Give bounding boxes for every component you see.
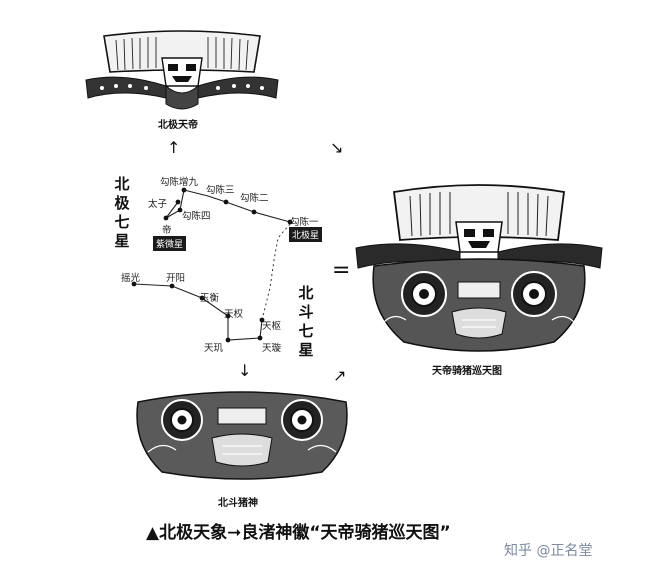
- bottom-image-beidou-pig-god: [132, 382, 352, 482]
- zhihu-watermark: 知乎 @正名堂: [504, 543, 593, 559]
- star-label-gouchen-san: 勾陈三: [206, 185, 235, 196]
- star-label-gouchen-yi: 勾陈一: [290, 217, 319, 228]
- ziwei-star-label: 紫微星: [153, 236, 187, 251]
- arrow-right-up-icon: ↗: [333, 366, 347, 385]
- top-image-beiji-tiandi: [82, 28, 282, 116]
- bottom-image-caption: 北斗猪神: [218, 498, 258, 509]
- star-label-yaoguang: 摇光: [121, 273, 141, 284]
- arrow-up-icon: ↑: [167, 138, 181, 157]
- star-label-taizi: 太子: [148, 199, 168, 210]
- tiandi-headdress-illustration: [85, 30, 279, 110]
- star-label-tianquan: 天权: [224, 309, 244, 320]
- equals-sign: =: [332, 258, 351, 283]
- main-caption: ▲北极天象➞良渚神徽“天帝骑猪巡天图”: [146, 523, 451, 543]
- top-image-caption: 北极天帝: [158, 120, 198, 131]
- beiji-seven-stars-title: 北极七星: [114, 175, 130, 250]
- right-image-caption: 天帝骑猪巡天图: [432, 366, 502, 377]
- star-label-yuheng: 玉衡: [200, 293, 220, 304]
- pig-god-illustration: [136, 391, 348, 480]
- star-map-lines: [131, 187, 293, 343]
- star-label-tianji: 天玑: [204, 343, 224, 354]
- star-label-gouchen-er: 勾陈二: [240, 193, 269, 204]
- star-label-kaiyang: 开阳: [166, 273, 186, 284]
- right-image-tiandi-riding-pig: [354, 182, 604, 358]
- star-label-gouchen-si: 勾陈四: [182, 211, 211, 222]
- beiji-star-label: 北极星: [289, 227, 323, 242]
- arrow-down-icon: ↓: [238, 361, 252, 380]
- star-label-tianxuan: 天璇: [262, 343, 282, 354]
- arrow-right-down-icon: ↘: [330, 138, 344, 157]
- shenhui-emblem-illustration: [355, 184, 603, 352]
- beidou-seven-stars-title: 北斗七星: [298, 284, 314, 359]
- star-label-tianshu: 天枢: [262, 321, 282, 332]
- star-label-di: 帝: [162, 225, 172, 236]
- star-label-gouchen-zengjiu: 勾陈增九: [160, 177, 199, 188]
